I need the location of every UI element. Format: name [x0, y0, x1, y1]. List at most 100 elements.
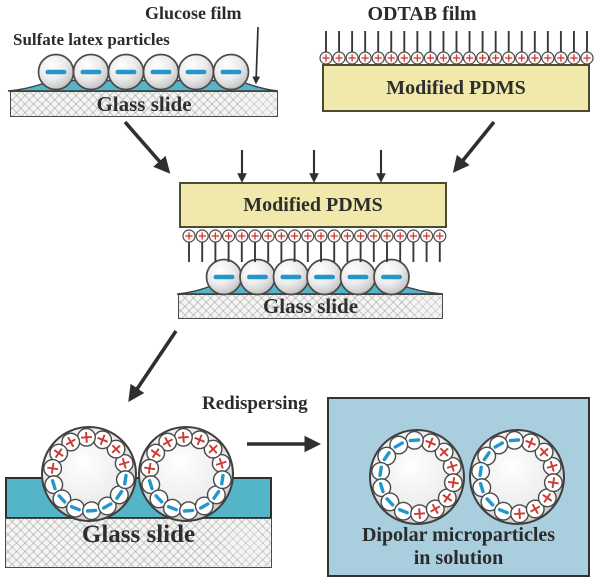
- plus-charge: [465, 54, 474, 62]
- plus-charge: [343, 232, 351, 240]
- odtab-molecule: [301, 229, 315, 262]
- plus-charge: [304, 232, 312, 240]
- latex-particle: [142, 53, 180, 91]
- odtab-molecule: [345, 31, 359, 65]
- plus-charge: [557, 54, 565, 62]
- odtab-molecule: [502, 31, 516, 65]
- plus-charge: [185, 232, 193, 240]
- odtab-molecule: [541, 31, 555, 65]
- plus-charge: [505, 54, 513, 62]
- plus-charge: [150, 448, 161, 459]
- plus-charge: [251, 232, 259, 240]
- plus-charge: [439, 54, 448, 62]
- modified-pdms-mid-label: Modified PDMS: [243, 193, 383, 216]
- plus-charge: [47, 462, 59, 474]
- dipolar-caption: Dipolar microparticles in solution: [329, 524, 588, 570]
- minus-charge: [213, 274, 235, 280]
- glass-slide-top: Glass slide: [10, 91, 278, 117]
- odtab-molecule: [380, 229, 394, 262]
- odtab-molecule: [554, 31, 568, 65]
- plus-charge: [361, 54, 369, 62]
- plus-charge: [423, 232, 431, 240]
- plus-charge: [118, 457, 130, 469]
- plus-charge: [396, 232, 404, 240]
- plus-charge: [348, 54, 356, 62]
- odtab-molecule: [567, 31, 581, 65]
- odtab-molecule: [476, 31, 490, 65]
- minus-charge: [280, 274, 302, 280]
- odtab-molecule: [371, 31, 385, 65]
- redispersing-label: Redispersing: [202, 393, 308, 414]
- plus-charge: [413, 54, 421, 62]
- odtab-molecule: [528, 31, 542, 65]
- combine-arrow-left: [123, 120, 171, 174]
- odtab-molecule: [248, 229, 262, 262]
- plus-charge: [65, 436, 76, 448]
- odtab-molecule: [288, 229, 302, 262]
- plus-charge: [194, 434, 205, 446]
- glass-slide-mid-label: Glass slide: [262, 294, 359, 318]
- plus-charge: [264, 232, 272, 240]
- minus-charge: [80, 69, 102, 75]
- minus-charge: [150, 69, 172, 75]
- plus-charge: [452, 54, 461, 62]
- minus-charge: [314, 274, 335, 280]
- plus-charge: [409, 232, 417, 240]
- minus-charge: [247, 274, 268, 280]
- plus-charge: [479, 54, 487, 62]
- odtab-molecule: [433, 229, 447, 262]
- plus-charge: [518, 54, 526, 62]
- plus-charge: [80, 431, 92, 443]
- plus-charge: [144, 462, 156, 474]
- plus-charge: [400, 54, 408, 62]
- plus-charge: [317, 232, 325, 240]
- plus-charge: [357, 232, 365, 240]
- odtab-row-mid: [182, 229, 447, 262]
- combine-arrow-right: [452, 120, 496, 173]
- odtab-row-top: [319, 31, 594, 65]
- sulfate-latex-label: Sulfate latex particles: [13, 30, 170, 49]
- plus-charge: [426, 54, 434, 62]
- plus-charge: [277, 232, 285, 240]
- odtab-molecule: [354, 229, 368, 262]
- odtab-molecule: [489, 31, 503, 65]
- plus-charge: [97, 434, 108, 446]
- minus-charge: [381, 274, 402, 280]
- latex-particle: [177, 53, 215, 91]
- odtab-molecule: [222, 229, 236, 262]
- plus-charge: [387, 54, 395, 62]
- odtab-molecule: [274, 229, 288, 262]
- glass-slide-bottom-label: Glass slide: [81, 521, 196, 548]
- plus-charge: [177, 431, 189, 443]
- odtab-molecule: [340, 229, 354, 262]
- odtab-molecule: [332, 31, 346, 65]
- dipolar-caption-line1: Dipolar microparticles: [361, 524, 556, 546]
- odtab-molecule: [208, 229, 222, 262]
- odtab-molecule: [314, 229, 328, 262]
- plus-charge: [370, 232, 378, 240]
- minus-charge: [115, 69, 137, 75]
- odtab-molecule: [261, 229, 275, 262]
- plus-charge: [198, 232, 206, 240]
- dipolar-caption-line2: in solution: [413, 547, 504, 569]
- glucose-film-bottom: [5, 477, 272, 519]
- plus-charge: [374, 54, 382, 62]
- glass-slide-mid: Glass slide: [178, 294, 443, 319]
- odtab-molecule: [182, 229, 196, 262]
- latex-particle: [107, 53, 145, 91]
- plus-charge: [322, 54, 330, 62]
- plus-charge: [53, 448, 64, 459]
- plus-charge: [208, 444, 218, 454]
- latex-particle: [72, 53, 110, 91]
- glass-slide-top-label: Glass slide: [96, 91, 192, 116]
- odtab-molecule: [406, 229, 420, 262]
- latex-particle: [306, 258, 343, 296]
- odtab-molecule: [580, 31, 594, 65]
- odtab-molecule: [384, 31, 398, 65]
- odtab-molecule: [235, 229, 249, 262]
- glucose-film-shape-mid: [176, 283, 444, 295]
- minus-charge: [45, 69, 67, 75]
- latex-particle: [212, 53, 250, 91]
- latex-particle: [37, 53, 75, 91]
